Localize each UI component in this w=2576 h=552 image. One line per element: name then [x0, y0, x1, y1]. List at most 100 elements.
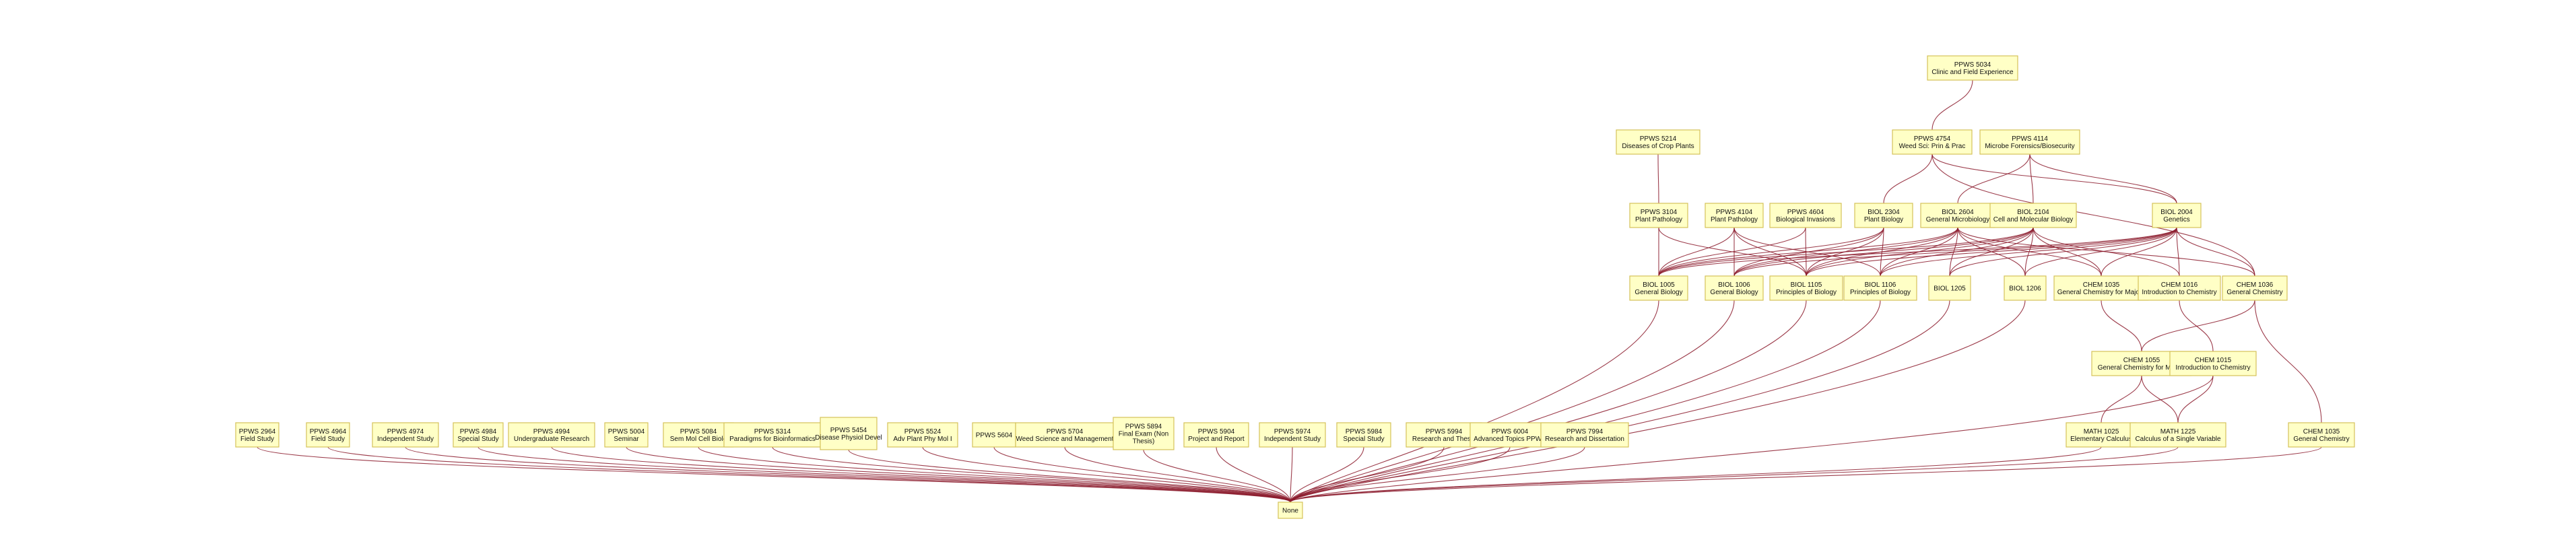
course-node-box	[1540, 422, 1629, 448]
course-title: Disease Physiol Devel	[815, 434, 882, 442]
course-title: Microbe Forensics/Biosecurity	[1985, 143, 2074, 150]
course-title: Field Study	[311, 436, 345, 443]
edge-biol2004-to-chem1036	[2176, 227, 2255, 277]
course-node-box	[1629, 275, 1688, 301]
course-code: PPWS 4604	[1787, 209, 1824, 216]
course-node-box	[1979, 129, 2080, 155]
course-node-box	[1843, 275, 1917, 301]
course-node-box	[1854, 203, 1913, 228]
course-node-ppws5604[interactable]: PPWS 5604	[972, 422, 1016, 448]
course-node-box	[1769, 275, 1843, 301]
course-node-box	[1927, 55, 2018, 81]
edge-chem1015-to-none	[1290, 375, 2214, 503]
course-code: PPWS 5984	[1346, 428, 1383, 436]
edge-biol2004-to-biol1205	[1949, 227, 2177, 277]
edge-biol2604-to-biol1005	[1658, 227, 1958, 277]
edge-chem1035-to-chem1055	[2101, 300, 2142, 352]
course-node-biol1205[interactable]: BIOL 1205	[1928, 275, 1971, 301]
course-code: CHEM 1035	[2083, 281, 2120, 289]
course-code: PPWS 3104	[1641, 209, 1678, 216]
course-title: General Biology	[1710, 289, 1758, 296]
course-title: General Chemistry	[2226, 289, 2282, 296]
edge-ppws5524-to-none	[922, 446, 1291, 503]
course-title: Weed Sci: Prin & Prac	[1899, 143, 1966, 150]
course-node-box	[2169, 351, 2257, 376]
course-code: BIOL 2304	[1868, 209, 1900, 216]
course-code: BIOL 1006	[1718, 281, 1750, 289]
edge-ppws5894-to-none	[1143, 449, 1291, 503]
course-node-box	[1469, 422, 1550, 448]
edge-ppws5904-to-none	[1216, 446, 1291, 503]
edge-ppws4754-to-biol2304	[1883, 153, 1933, 204]
course-title: Genetics	[2163, 216, 2189, 223]
course-title: Research and Dissertation	[1545, 436, 1624, 443]
course-code: PPWS 4754	[1914, 135, 1951, 143]
course-code: PPWS 5034	[1954, 61, 1991, 69]
course-title: Elementary Calculus	[2070, 436, 2132, 443]
course-title: Undergraduate Research	[514, 436, 589, 443]
course-code: PPWS 5604	[976, 432, 1013, 440]
course-title: Paradigms for Bioinformatics	[729, 436, 816, 443]
course-title: Special Study	[457, 436, 498, 443]
course-code: PPWS 4964	[310, 428, 347, 436]
course-code: PPWS 5994	[1426, 428, 1463, 436]
course-code: BIOL 1205	[1934, 285, 1966, 293]
course-node-box	[1113, 417, 1175, 450]
course-code: PPWS 4984	[460, 428, 497, 436]
course-node-box	[2053, 275, 2149, 301]
edge-ppws4104-to-biol1005	[1658, 227, 1735, 277]
course-node-biol1206[interactable]: BIOL 1206	[2004, 275, 2047, 301]
edge-biol2104-to-biol1006	[1733, 227, 2034, 277]
course-node-none[interactable]: None	[1278, 502, 1303, 519]
course-node-box	[723, 422, 822, 448]
edge-ppws5604-to-none	[993, 446, 1291, 503]
course-title: Seminar	[614, 436, 639, 443]
course-node-box	[1406, 422, 1482, 448]
course-title: Calculus of a Single Variable	[2135, 436, 2221, 443]
course-code: BIOL 2104	[2017, 209, 2049, 216]
course-code: CHEM 1055	[2123, 357, 2160, 364]
edge-chem1036-to-chem1035b	[2254, 300, 2322, 423]
